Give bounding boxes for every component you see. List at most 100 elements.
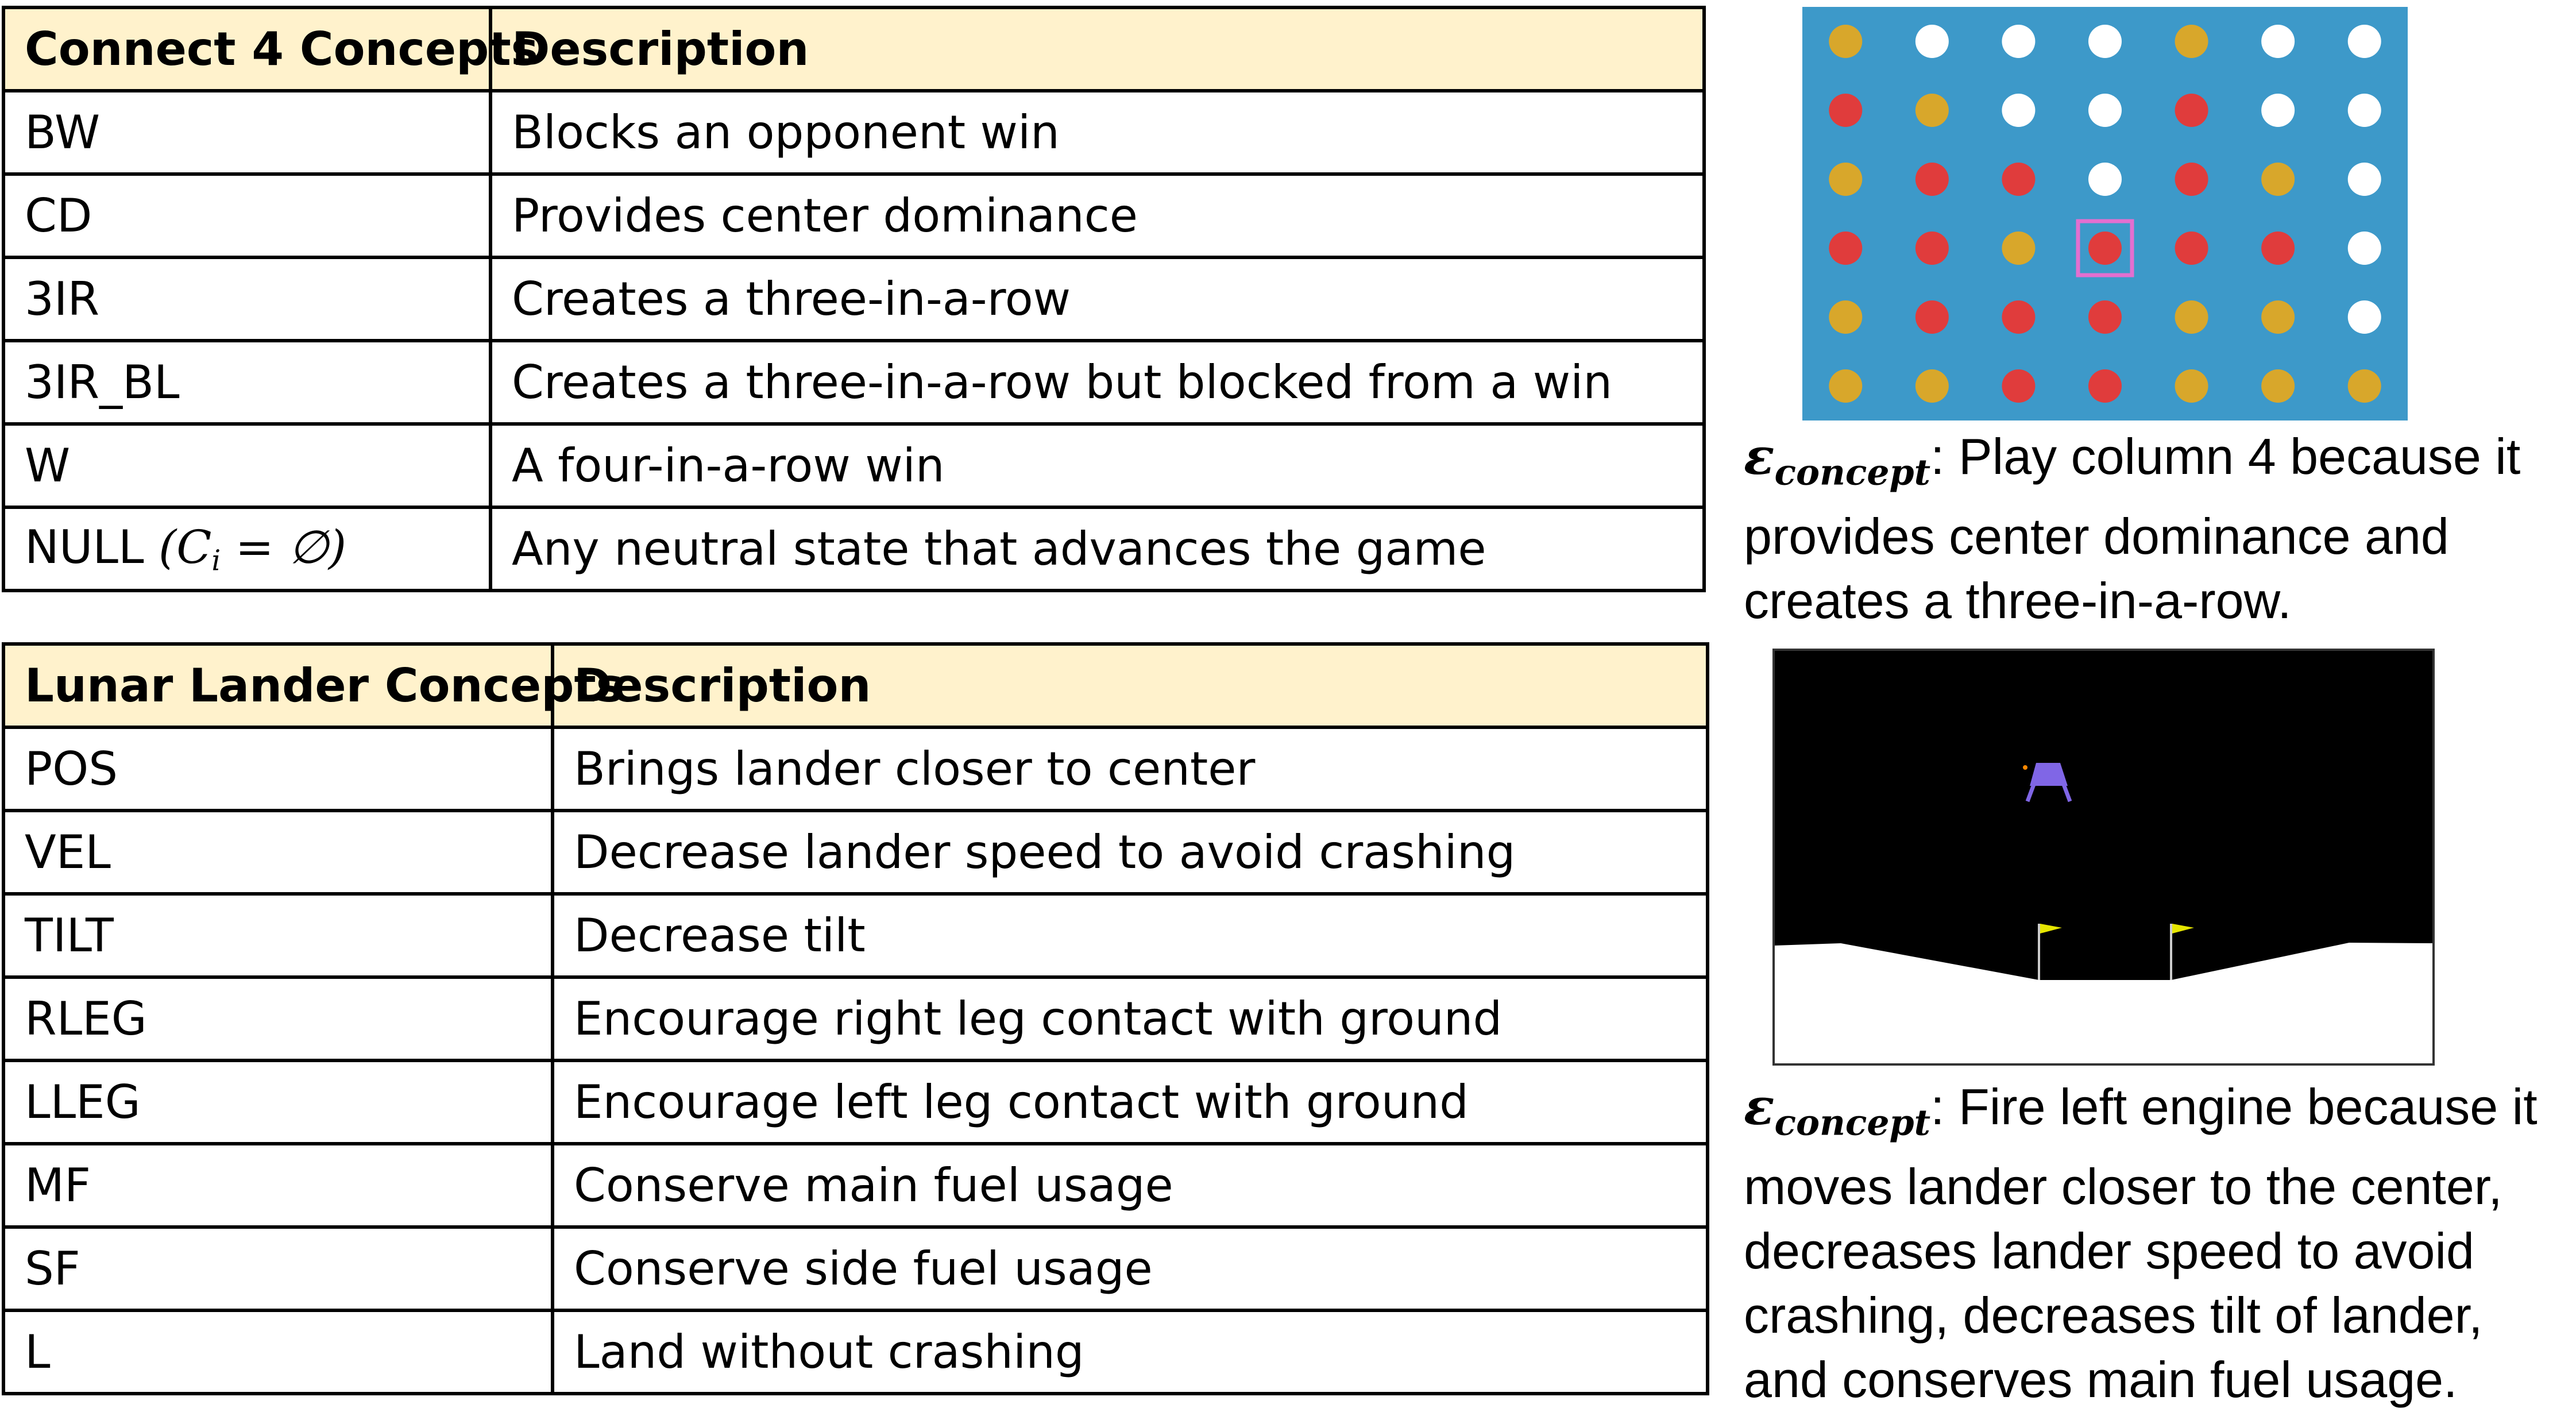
concept-code: 3IR_BL <box>2 339 492 426</box>
empty-slot <box>2088 163 2122 196</box>
red-disc <box>2261 232 2295 265</box>
red-disc <box>2088 300 2122 334</box>
yellow-disc <box>1829 300 1863 334</box>
table-row: CD Provides center dominance <box>2 172 1706 259</box>
yellow-disc <box>1829 163 1863 196</box>
yellow-disc <box>1829 25 1863 58</box>
board-discs <box>1829 25 2381 403</box>
table-row: MF Conserve main fuel usage <box>2 1142 1709 1229</box>
concept-code: CD <box>2 172 492 259</box>
concept-description: A four-in-a-row win <box>489 422 1706 509</box>
concept-description: Encourage left leg contact with ground <box>551 1059 1709 1145</box>
table-row: TILT Decrease tilt <box>2 892 1709 979</box>
concept-code-null: NULL (Ci = ∅) <box>2 506 492 592</box>
concept-code: 3IR <box>2 256 492 342</box>
yellow-disc <box>2347 369 2381 403</box>
table-header-row: Connect 4 Concepts Description <box>2 6 1706 92</box>
concept-description: Provides center dominance <box>489 172 1706 259</box>
yellow-disc <box>1915 369 1949 403</box>
red-disc <box>2175 232 2208 265</box>
engine-flame <box>2023 765 2027 770</box>
concept-description: Brings lander closer to center <box>551 726 1709 812</box>
yellow-disc <box>2175 300 2208 334</box>
table-row: LLEG Encourage left leg contact with gro… <box>2 1059 1709 1145</box>
concept-code: RLEG <box>2 975 554 1062</box>
red-disc <box>2002 369 2036 403</box>
empty-slot <box>2088 94 2122 127</box>
epsilon-symbol: εconcept <box>1744 426 1931 493</box>
connect4-concepts-table: Connect 4 Concepts Description BW Blocks… <box>2 6 1706 592</box>
red-disc <box>2088 369 2122 403</box>
red-disc <box>2175 94 2208 127</box>
empty-slot <box>2002 94 2036 127</box>
concept-description: Creates a three-in-a-row but blocked fro… <box>489 339 1706 426</box>
table-row: W A four-in-a-row win <box>2 422 1706 509</box>
lunar-lander-scene <box>1772 649 2435 1066</box>
yellow-disc <box>2175 369 2208 403</box>
empty-slot <box>2347 300 2381 334</box>
lander-body <box>2030 763 2068 786</box>
lunar-lander-concepts-table: Lunar Lander Concepts Description POS Br… <box>2 642 1709 1395</box>
concept-code: MF <box>2 1142 554 1229</box>
flag-left <box>2040 924 2062 933</box>
concept-description: Conserve main fuel usage <box>551 1142 1709 1229</box>
lunar-ground <box>1775 943 2432 1063</box>
red-disc <box>2175 163 2208 196</box>
column-header: Description <box>551 642 1709 729</box>
yellow-disc <box>2002 232 2036 265</box>
red-disc <box>1829 94 1863 127</box>
table-header-row: Lunar Lander Concepts Description <box>2 642 1709 729</box>
flag-right <box>2172 924 2194 933</box>
red-disc <box>2088 232 2122 265</box>
yellow-disc <box>2261 369 2295 403</box>
table-row: 3IR Creates a three-in-a-row <box>2 256 1706 342</box>
yellow-disc <box>2261 163 2295 196</box>
yellow-disc <box>2261 300 2295 334</box>
red-disc <box>1915 163 1949 196</box>
concept-description: Blocks an opponent win <box>489 89 1706 176</box>
connect4-explanation: εconcept: Play column 4 because it provi… <box>1744 424 2520 633</box>
table-row: NULL (Ci = ∅) Any neutral state that adv… <box>2 506 1706 592</box>
red-disc <box>1915 300 1949 334</box>
yellow-disc <box>2175 25 2208 58</box>
connect4-explanation-text: : Play column 4 because it provides cent… <box>1744 428 2521 630</box>
yellow-disc <box>1915 94 1949 127</box>
yellow-disc <box>1829 369 1863 403</box>
null-formula: (Ci = ∅) <box>158 520 347 577</box>
epsilon-symbol: εconcept <box>1744 1077 1931 1144</box>
table-row: L Land without crashing <box>2 1309 1709 1395</box>
concept-code: POS <box>2 726 554 812</box>
concept-description: Conserve side fuel usage <box>551 1225 1709 1312</box>
concept-description: Land without crashing <box>551 1309 1709 1395</box>
highlight-square <box>2076 219 2134 277</box>
concept-description: Creates a three-in-a-row <box>489 256 1706 342</box>
empty-slot <box>2347 25 2381 58</box>
column-header: Connect 4 Concepts <box>2 6 538 92</box>
empty-slot <box>2088 25 2122 58</box>
table-row: BW Blocks an opponent win <box>2 89 1706 176</box>
connect4-board <box>1802 7 2408 420</box>
empty-slot <box>1915 25 1949 58</box>
table-row: SF Conserve side fuel usage <box>2 1225 1709 1312</box>
concept-description: Decrease lander speed to avoid crashing <box>551 809 1709 896</box>
empty-slot <box>2002 25 2036 58</box>
lander-leg-left <box>2025 782 2037 803</box>
table-row: RLEG Encourage right leg contact with gr… <box>2 975 1709 1062</box>
table-row: VEL Decrease lander speed to avoid crash… <box>2 809 1709 896</box>
null-label: NULL <box>25 520 144 574</box>
lander-leg-right <box>2061 782 2072 803</box>
concept-code: L <box>2 1309 554 1395</box>
concept-code: TILT <box>2 892 554 979</box>
concept-code: LLEG <box>2 1059 554 1145</box>
concept-description: Decrease tilt <box>551 892 1709 979</box>
empty-slot <box>2347 232 2381 265</box>
red-disc <box>1915 232 1949 265</box>
concept-code: VEL <box>2 809 554 896</box>
table-row: POS Brings lander closer to center <box>2 726 1709 812</box>
concept-code: W <box>2 422 492 509</box>
empty-slot <box>2261 25 2295 58</box>
red-disc <box>1829 232 1863 265</box>
table-row: 3IR_BL Creates a three-in-a-row but bloc… <box>2 339 1706 426</box>
column-header: Description <box>489 6 1706 92</box>
column-header: Lunar Lander Concepts <box>2 642 623 729</box>
